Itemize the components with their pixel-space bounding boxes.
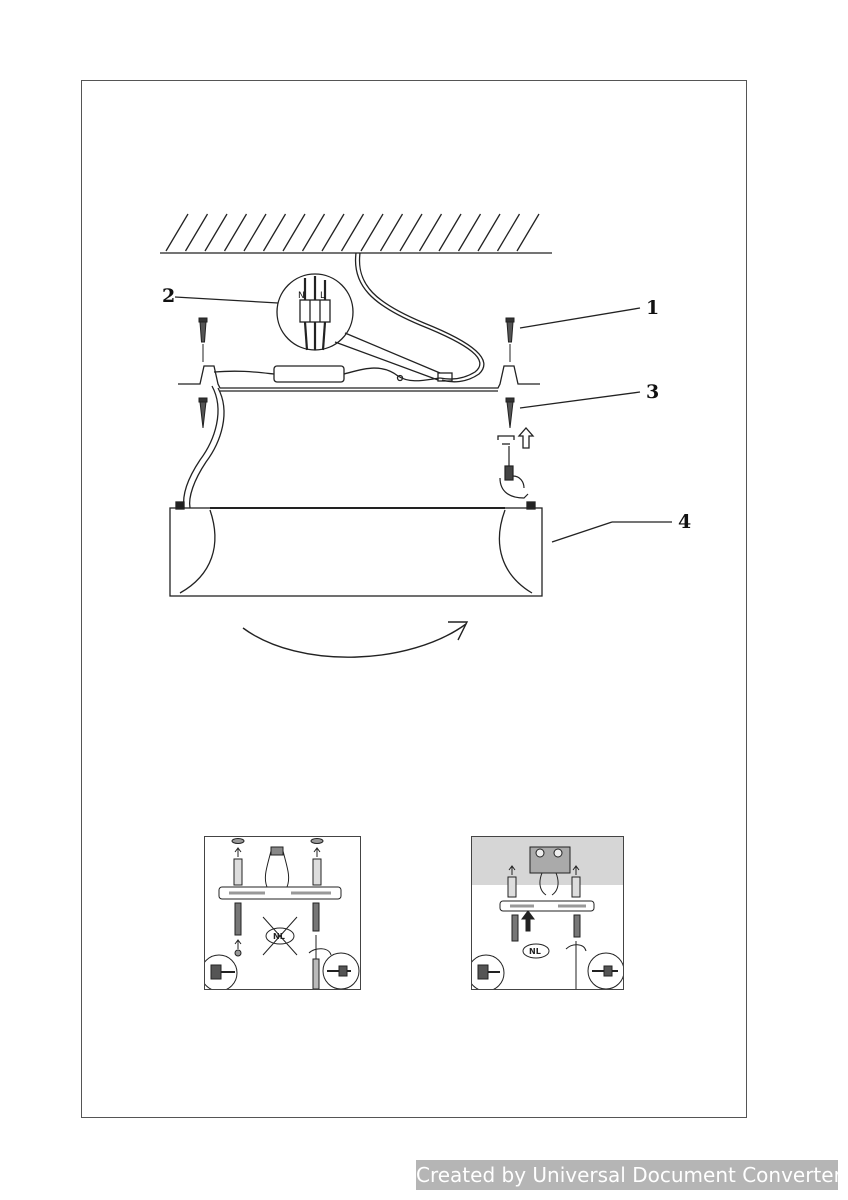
ceiling-hatch-line — [204, 213, 228, 252]
ceiling-hatch-line — [379, 213, 404, 252]
luminaire-diffuser-left — [179, 509, 216, 594]
leader-3 — [519, 391, 641, 409]
rotation-arrowhead — [448, 621, 469, 641]
ceiling-hatch-line — [321, 213, 345, 252]
terminal-n-label: N — [298, 291, 305, 301]
screwdriver-hand-icon — [499, 446, 529, 499]
ceiling-hatch-line — [301, 213, 326, 252]
ceiling-hatch-line — [516, 213, 540, 252]
callout-2: 2 — [162, 285, 176, 307]
ceiling-hatch-line — [399, 213, 423, 252]
callout-4: 4 — [678, 511, 692, 533]
mounting-panel-left-drawing: NL — [200, 838, 360, 992]
supply-cable — [354, 252, 481, 380]
retaining-clip — [497, 435, 515, 445]
ceiling-hatch-line — [418, 213, 443, 252]
callout-3: 3 — [646, 381, 660, 403]
up-arrow-icon — [517, 427, 535, 449]
mounting-panel-right-drawing: NL — [467, 837, 625, 992]
terminal-block-zoom — [299, 276, 331, 351]
ceiling-hatch-line — [360, 213, 384, 252]
ceiling-hatch-line — [340, 213, 365, 252]
supply-cable-inner — [358, 252, 485, 383]
driver-wire-right — [343, 367, 441, 382]
watermark-banner: Created by Universal Document Converter — [416, 1160, 842, 1190]
ceiling-hatch-line — [184, 213, 209, 252]
rotation-arrow — [242, 623, 467, 658]
luminaire-diffuser-right — [498, 509, 533, 594]
ceiling-hatch-line — [165, 213, 189, 252]
luminaire-cable-inner — [188, 387, 225, 509]
ceiling-hatch-line — [262, 213, 287, 252]
luminaire-body — [169, 507, 543, 597]
leader-4 — [551, 521, 613, 543]
ceiling-hatch-line — [243, 213, 267, 252]
ceiling-hatching — [165, 213, 540, 252]
luminaire-clip-right — [526, 501, 536, 510]
luminaire-cable — [182, 385, 219, 509]
magnifier-pointer-b — [334, 341, 439, 381]
screw-top-left — [198, 317, 208, 362]
page-frame — [81, 80, 747, 1118]
installation-diagram: N L — [160, 213, 672, 658]
ceiling-hatch-line — [438, 213, 462, 252]
ceiling-hatch-line — [223, 213, 248, 252]
ceiling-hatch-line — [477, 213, 501, 252]
terminal-l-label: L — [320, 291, 325, 301]
ceiling-hatch-line — [496, 213, 521, 252]
nl-badge-left: NL — [273, 932, 285, 941]
screw-bottom-left — [198, 397, 208, 429]
mounting-panel-left: NL — [200, 836, 361, 992]
leader-1 — [519, 307, 641, 329]
screw-top-right — [505, 317, 515, 362]
mounting-bracket — [178, 365, 540, 389]
terminal-connector — [437, 372, 453, 382]
ceiling-hatch-line — [457, 213, 482, 252]
nl-badge-right: NL — [529, 947, 541, 956]
callout-1: 1 — [646, 297, 660, 319]
driver-wire-left — [213, 370, 275, 375]
luminaire-clip-left — [175, 501, 185, 510]
leader-2 — [174, 296, 279, 304]
screw-bottom-right — [505, 397, 515, 429]
ceiling-hatch-line — [282, 213, 306, 252]
magnifier-pointer-a — [344, 332, 441, 374]
driver-box — [273, 365, 345, 383]
earth-screw — [396, 374, 404, 382]
mounting-panel-right: NL — [467, 836, 625, 992]
